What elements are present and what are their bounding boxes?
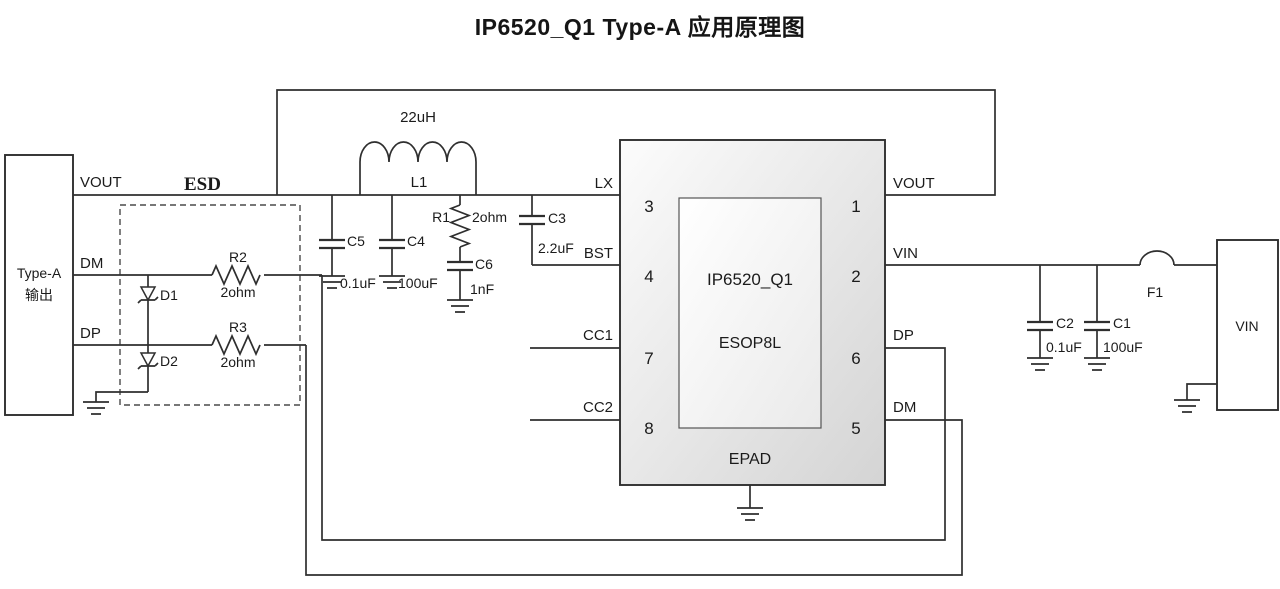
esd-label: ESD [184,174,221,195]
pin-number-5: 5 [851,419,860,438]
pin-number-3: 3 [644,197,653,216]
pin-label-cc2: CC2 [583,399,613,416]
ground-symbol [1026,357,1054,371]
ic-inner-box [678,197,822,429]
inductor-l1: 22uH L1 [359,109,477,195]
pin-label-cc1: CC1 [583,327,613,344]
capacitor-symbol [317,238,347,250]
ground-symbol [736,507,764,521]
connector-pin-dm-label: DM [80,255,103,272]
r2-value: 2ohm [220,284,255,300]
f1-name: F1 [1147,284,1164,300]
pin-label-bst: BST [584,245,613,262]
ground-symbol [1083,357,1111,371]
c1-name: C1 [1113,315,1131,331]
d1-label: D1 [160,287,178,303]
capacitor-symbol [445,260,475,272]
esd-gnd-wire [95,275,149,402]
esd-dashed-box [119,204,301,406]
l1-value: 22uH [400,109,436,126]
pin-label-dp: DP [893,327,914,344]
ic-name: IP6520_Q1 [707,270,793,289]
capacitor-c1: C1 100uF [1082,265,1143,371]
c3-value: 2.2uF [538,240,574,256]
fuse-symbol [1139,250,1175,266]
esd-block: ESD D1 D2 [82,174,301,415]
resistor-symbol [448,204,472,248]
d2-label: D2 [160,353,178,369]
connector-pin-dp-label: DP [80,325,101,342]
capacitor-symbol [517,214,547,226]
c2-value: 0.1uF [1046,339,1082,355]
capacitor-c3: C3 2.2uF [517,195,574,265]
r1-value: 2ohm [472,209,507,225]
pin-number-8: 8 [644,419,653,438]
typea-connector-body [4,154,74,416]
c5-name: C5 [347,233,365,249]
pin-label-vout: VOUT [893,175,935,192]
ic-package: ESOP8L [719,335,781,352]
ic-ip6520: IP6520_Q1 ESOP8L EPAD 3 4 7 8 1 2 6 5 LX… [583,139,935,486]
ground-symbol [446,299,474,313]
c5-value: 0.1uF [340,275,376,291]
vin-block: VIN [1173,239,1279,413]
resistor-symbol [211,333,261,357]
vin-gnd-wire [1186,383,1217,400]
resistor-symbol [211,263,261,287]
diode-symbol-d2 [137,352,159,370]
r3-name: R3 [229,319,247,335]
r3-value: 2ohm [220,354,255,370]
capacitor-symbol [1025,320,1055,332]
c6-name: C6 [475,256,493,272]
pin-number-4: 4 [644,267,653,286]
resistor-r3: R3 2ohm [73,319,306,370]
c2-name: C2 [1056,315,1074,331]
ground-symbol [82,401,110,415]
nets [73,89,1217,576]
pin-number-7: 7 [644,349,653,368]
wire-top-rail [276,89,996,196]
pin-number-2: 2 [851,267,860,286]
c6-value: 1nF [470,281,494,297]
schematic-title: IP6520_Q1 Type-A 应用原理图 [474,14,806,40]
capacitor-c4: C4 100uF [377,195,438,291]
ic-epad-label: EPAD [729,451,771,468]
pin-number-6: 6 [851,349,860,368]
vin-block-label: VIN [1235,318,1258,334]
c4-name: C4 [407,233,425,249]
typea-connector-label-1: Type-A [17,265,62,281]
capacitor-c2: C2 0.1uF [1025,265,1082,371]
typea-connector-label-2: 输出 [25,287,53,303]
pin-label-dm: DM [893,399,916,416]
wire-dm-net [305,345,963,576]
r1-name: R1 [432,209,450,225]
capacitor-symbol [1082,320,1112,332]
l1-name: L1 [411,174,428,191]
snubber-r1-c6: R1 2ohm C6 1nF [432,195,507,313]
capacitor-c5: C5 0.1uF [317,195,376,291]
r2-name: R2 [229,249,247,265]
pin-label-vin: VIN [893,245,918,262]
c4-value: 100uF [398,275,438,291]
typea-connector: Type-A 输出 VOUT DM DP [4,154,122,416]
vin-block-body [1216,239,1279,411]
resistor-r2: R2 2ohm [73,249,322,300]
c3-name: C3 [548,210,566,226]
c1-value: 100uF [1103,339,1143,355]
wire-dp-net [321,275,946,541]
diode-symbol-d1 [137,286,159,304]
connector-pin-vout-label: VOUT [80,174,122,191]
ground-symbol [1173,399,1201,413]
inductor-symbol [359,141,477,195]
capacitor-symbol [377,238,407,250]
pin-label-lx: LX [595,175,613,192]
pin-number-1: 1 [851,197,860,216]
fuse-f1: F1 [1139,250,1175,300]
